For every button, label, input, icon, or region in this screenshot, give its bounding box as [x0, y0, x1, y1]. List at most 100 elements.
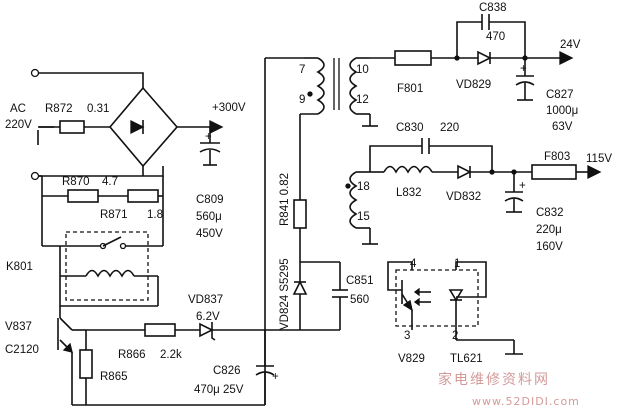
c809-voltage: 450V: [196, 228, 223, 240]
r866-label: R866: [118, 349, 146, 361]
f803-fuse: F803 115V: [531, 151, 612, 180]
f801-fuse: F801: [370, 50, 478, 95]
ac-terminal-bottom: [30, 171, 40, 181]
c827-voltage: 63V: [552, 121, 573, 133]
c832-plus: +: [519, 180, 526, 192]
c830-capacitor: C830 220: [369, 122, 493, 172]
optocoupler-v829: 4 1 3 2 V829 TL621: [387, 258, 523, 365]
vd832-label: VD832: [446, 191, 481, 203]
relay-coil: [85, 269, 135, 278]
r870-r871-network: R870 4.7 R871 1.8: [39, 175, 164, 246]
v837-transistor: V837 C2120: [5, 306, 86, 405]
k801-label: K801: [6, 261, 33, 273]
c809-plus: +: [205, 131, 212, 143]
pin10-label: 10: [356, 64, 369, 76]
bridge-diode-symbol: [130, 119, 145, 135]
r866-value: 2.2k: [160, 349, 182, 361]
plus300-arrow: [209, 119, 224, 135]
ac-voltage-label: 220V: [5, 119, 32, 131]
pin7-label: 7: [299, 64, 305, 76]
secondary-24v-coil: [349, 57, 358, 115]
v24-arrow: [559, 50, 574, 66]
c851-value: 560: [350, 294, 369, 306]
c851-label: C851: [346, 275, 374, 287]
vd824-c851-snubber: C851 560: [292, 261, 374, 330]
c830-value: 220: [440, 122, 459, 134]
ac-terminal-top: [30, 68, 40, 78]
primary-dot: [307, 91, 313, 97]
c827-capacitor: + C827 1000μ 63V: [515, 58, 578, 133]
c826-label: C826: [213, 365, 241, 377]
transformer-primary: 7 9: [299, 57, 340, 200]
c832-label: C832: [536, 207, 564, 219]
tl621-label: TL621: [450, 353, 483, 365]
k801-relay: K801: [6, 196, 163, 307]
main-vertical-bus: VD824 S5295: [264, 57, 340, 405]
plus300-label: +300V: [212, 102, 246, 114]
vd829-diode: VD829 24V: [456, 39, 581, 91]
bridge-bottom-wire: [39, 166, 164, 177]
r871-label: R871: [100, 209, 128, 221]
optocoupler-dashed-box: [395, 269, 479, 327]
relay-contact-left: [99, 242, 107, 250]
r841-resistor: R841 0.82: [279, 173, 307, 262]
r841-label: R841 0.82: [279, 173, 291, 226]
v837-label: V837: [5, 321, 32, 333]
opto-pin2: 2: [452, 330, 458, 342]
c832-voltage: 160V: [536, 241, 563, 253]
c809-capacitance: 560μ: [196, 211, 222, 223]
pin12-label: 12: [356, 94, 369, 106]
secondary-115v-winding: 18 15: [345, 171, 378, 245]
bridge-rectifier: +300V: [39, 86, 246, 177]
r865-resistor: R865: [79, 330, 128, 405]
v115-label: 115V: [586, 153, 612, 165]
r871-value: 1.8: [147, 209, 163, 221]
c2120-label: C2120: [5, 344, 39, 356]
l832-inductor: L832: [370, 165, 458, 199]
r865-label: R865: [100, 371, 128, 383]
v115-arrow: [587, 164, 602, 180]
site-watermark: 家电维修资料网 www.52DIDI.com: [438, 371, 580, 408]
c838-value: 470: [486, 31, 505, 43]
vd824-label: VD824 S5295: [279, 258, 291, 330]
r872-value: 0.31: [87, 103, 109, 115]
vd837-value: 6.2V: [196, 311, 220, 323]
pin15-label: 15: [357, 211, 370, 223]
c838-label: C838: [479, 2, 507, 14]
watermark-url: www.52DIDI.com: [472, 395, 580, 408]
c830-label: C830: [396, 122, 424, 134]
opto-pin1: 1: [454, 258, 460, 270]
relay-dashed-box: [65, 231, 149, 301]
c832-capacitor: + C832 220μ 160V: [504, 172, 564, 253]
c832-capacitance: 220μ: [536, 224, 562, 236]
primary-winding: [316, 57, 325, 115]
vd837-zener: VD837 6.2V: [188, 294, 265, 341]
r872-label: R872: [45, 103, 73, 115]
pin18-label: 18: [357, 181, 370, 193]
vd837-label: VD837: [188, 294, 223, 306]
c838-capacitor: C838 470: [454, 2, 528, 61]
opto-pin4: 4: [410, 258, 417, 270]
c826-capacitor: + C826 470μ 25V: [194, 330, 279, 405]
c827-capacitance: 1000μ: [546, 105, 578, 117]
f803-label: F803: [544, 151, 570, 163]
c826-plus: +: [272, 371, 279, 383]
relay-switch-blade: [102, 236, 122, 247]
c809-label: C809: [196, 194, 224, 206]
ac-label: AC: [10, 103, 26, 115]
relay-contact-right: [119, 242, 127, 250]
secondary-115v-coil: [349, 171, 358, 229]
f801-label: F801: [397, 83, 423, 95]
r870-resistor: [67, 189, 99, 203]
ac-top-wire: [39, 72, 144, 88]
opto-pin3: 3: [404, 330, 410, 342]
l832-label: L832: [396, 187, 422, 199]
v829-label: V829: [398, 353, 425, 365]
c827-label: C827: [546, 89, 574, 101]
r870-value: 4.7: [102, 176, 118, 188]
r871-resistor: [127, 189, 159, 203]
c827-plus: +: [520, 63, 527, 75]
watermark-chinese: 家电维修资料网: [438, 371, 550, 388]
r872-resistor: R872 0.31: [38, 103, 110, 134]
